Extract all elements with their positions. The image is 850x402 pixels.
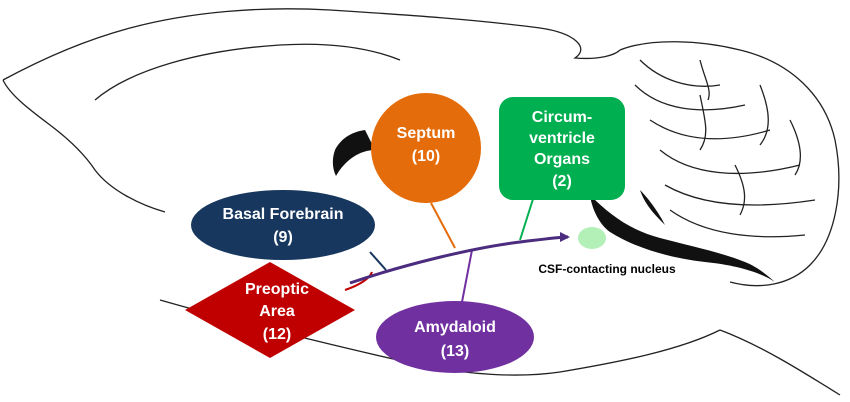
basal-forebrain-count: (9) [273, 229, 293, 246]
csf-contacting-nucleus-label: CSF-contacting nucleus [538, 262, 676, 276]
amygdaloid-count: (13) [441, 343, 469, 360]
csf-contacting-nucleus-marker [578, 227, 606, 249]
basal-forebrain-label: Basal Forebrain [223, 206, 344, 223]
septum-count: (10) [412, 148, 440, 165]
basal-forebrain-connector [369, 251, 387, 271]
septum-label: Septum [397, 125, 456, 142]
circumventricular-organs-node: Circum- ventricle Organs (2) [499, 97, 625, 200]
preoptic-connector [344, 271, 373, 291]
cvo-count: (2) [552, 173, 572, 190]
cvo-label-line1: Circum- [532, 109, 592, 126]
basal-forebrain-shape [191, 190, 375, 260]
preoptic-area-shape [185, 262, 355, 358]
cvo-label-line3: Organs [534, 151, 590, 168]
amygdaloid-label: Amydaloid [414, 319, 496, 336]
aqueduct [640, 190, 665, 225]
amygdaloid-shape [376, 301, 534, 373]
septum-node: Septum (10) [371, 93, 481, 203]
cvo-label-line2: ventricle [529, 130, 595, 147]
circumventricular-organs-shape [499, 97, 625, 200]
preoptic-count: (12) [263, 326, 291, 343]
preoptic-label-line1: Preoptic [245, 281, 309, 298]
projection-arrow [349, 232, 570, 285]
cvo-connector [519, 198, 534, 241]
preoptic-area-node: Preoptic Area (12) [185, 262, 355, 358]
septum-connector [430, 202, 456, 249]
amygdaloid-node: Amydaloid (13) [376, 301, 534, 373]
fourth-ventricle [590, 195, 775, 282]
basal-forebrain-node: Basal Forebrain (9) [191, 190, 375, 260]
septum-shape [371, 93, 481, 203]
preoptic-label-line2: Area [259, 303, 295, 320]
amygdaloid-connector [461, 249, 473, 303]
lateral-ventricle [332, 130, 375, 176]
